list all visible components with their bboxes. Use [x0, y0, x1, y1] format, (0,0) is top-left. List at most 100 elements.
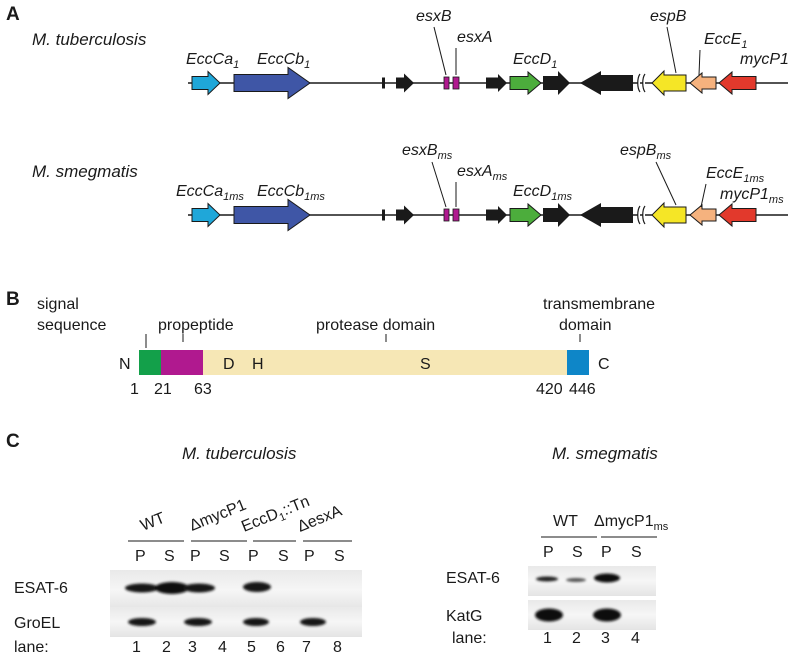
gene-esxB — [443, 208, 450, 222]
blot-label-esat6: ESAT-6 — [14, 580, 68, 597]
gene-espB-arrow — [651, 69, 687, 97]
gene-black-arrow — [486, 74, 507, 92]
locus-row-tuberculosis: M. tuberculosis EccCa1 EccCb1 esxB esxA … — [32, 8, 789, 100]
fraction-label: P — [304, 548, 315, 565]
gene-eccE-arrow — [689, 71, 717, 95]
gene-esxA — [452, 208, 460, 222]
signal-sequence-region — [139, 350, 161, 375]
locus-row-smegmatis: M. smegmatis EccCa1ms EccCb1ms esxBms es… — [32, 142, 788, 232]
sequence-break — [637, 73, 646, 93]
lane-number: 4 — [631, 630, 640, 647]
gene-label-eccD: EccD1ms — [513, 183, 573, 203]
fraction-label: S — [278, 548, 289, 565]
gene-eccCa-arrow — [191, 202, 221, 228]
n-terminus: N — [119, 356, 131, 373]
gene-label-esxB: esxB — [416, 8, 452, 25]
signal-sequence-label: sequence — [37, 317, 106, 334]
gene-label-esxA: esxA — [457, 29, 493, 46]
gene-label-esxA: esxAms — [457, 163, 508, 183]
band — [243, 618, 269, 626]
gene-black-arrow — [543, 71, 570, 95]
protease-domain-diagram: signal sequence propeptide protease doma… — [37, 296, 655, 398]
fraction-label: S — [219, 548, 230, 565]
gene-eccCa-arrow — [191, 70, 221, 96]
gene-label-eccE: EccE1 — [704, 31, 747, 51]
gene-label-mycP: mycP1 — [740, 51, 789, 68]
lane-number: 2 — [572, 630, 581, 647]
gene-black-arrow — [580, 71, 633, 95]
blot-label-katg: KatG — [446, 608, 482, 625]
gene-small-black — [382, 209, 385, 221]
lane-prefix: lane: — [14, 639, 49, 656]
gene-eccCb-arrow — [233, 198, 311, 232]
protease-region — [203, 350, 567, 375]
lane-number: 7 — [302, 639, 311, 656]
gene-label-espB: espBms — [620, 142, 672, 162]
fraction-label: S — [334, 548, 345, 565]
position-label: 63 — [194, 381, 212, 398]
strain-label-wt: WT — [138, 510, 168, 535]
c-terminus: C — [598, 356, 610, 373]
band — [155, 582, 189, 594]
band — [184, 618, 212, 626]
gene-label-eccE: EccE1ms — [706, 165, 765, 185]
panel-a-label: A — [6, 4, 20, 25]
gene-black-arrow — [396, 205, 414, 225]
lane-number: 8 — [333, 639, 342, 656]
transmembrane-label: transmembrane — [543, 296, 655, 313]
gene-mycP-arrow — [718, 202, 757, 228]
panel-c-label: C — [6, 431, 20, 452]
lane-prefix: lane: — [452, 630, 487, 647]
fraction-label: P — [601, 544, 612, 561]
transmembrane-region — [567, 350, 589, 375]
fraction-label: P — [248, 548, 259, 565]
strain-label-wt: WT — [553, 513, 578, 530]
residue-s: S — [420, 356, 431, 373]
fraction-label: S — [631, 544, 642, 561]
strain-label-mycP1ms: ΔmycP1ms — [594, 513, 669, 533]
transmembrane-label: domain — [559, 317, 611, 334]
lane-number: 1 — [132, 639, 141, 656]
gene-label-eccCb: EccCb1ms — [257, 183, 325, 203]
lane-number: 6 — [276, 639, 285, 656]
gene-label-eccCb: EccCb1 — [257, 51, 310, 71]
gene-espB-arrow — [651, 201, 687, 229]
lane-number: 5 — [247, 639, 256, 656]
gene-label-eccCa: EccCa1ms — [176, 183, 244, 203]
western-blot-smegmatis: M. smegmatis WT ΔmycP1ms P S P S ESAT-6 … — [446, 444, 669, 647]
organism-label: M. tuberculosis — [182, 444, 297, 463]
gene-label-mycP: mycP1ms — [720, 186, 784, 206]
protease-domain-label: protease domain — [316, 317, 435, 334]
position-label: 1 — [130, 381, 139, 398]
band — [183, 583, 215, 593]
gene-mycP-arrow — [718, 70, 757, 96]
gene-label-eccD: EccD1 — [513, 51, 557, 71]
organism-label: M. smegmatis — [32, 162, 138, 181]
gene-eccE-arrow — [689, 203, 717, 227]
lane-number: 4 — [218, 639, 227, 656]
lane-number: 2 — [162, 639, 171, 656]
sequence-break — [637, 205, 646, 225]
position-label: 420 — [536, 381, 563, 398]
signal-sequence-label: signal — [37, 296, 79, 313]
band — [243, 582, 271, 592]
strain-label-mycP1: ΔmycP1 — [187, 497, 249, 535]
gene-label-eccCa: EccCa1 — [186, 51, 239, 71]
residue-d: D — [223, 356, 235, 373]
lane-number: 1 — [543, 630, 552, 647]
position-label: 446 — [569, 381, 596, 398]
gene-esxB — [443, 76, 450, 90]
fraction-label: P — [543, 544, 554, 561]
gene-black-arrow — [580, 203, 633, 227]
gene-black-arrow — [486, 206, 507, 224]
position-label: 21 — [154, 381, 172, 398]
fraction-label: P — [135, 548, 146, 565]
band — [535, 608, 563, 622]
lane-number: 3 — [601, 630, 610, 647]
lane-number: 3 — [188, 639, 197, 656]
western-blot-tuberculosis: M. tuberculosis WT ΔmycP1 EccD1::Tn Δesx… — [14, 444, 362, 656]
gene-eccD-arrow — [509, 70, 542, 96]
gene-black-arrow — [543, 203, 570, 227]
band — [125, 583, 159, 593]
gene-esxA — [452, 76, 460, 90]
